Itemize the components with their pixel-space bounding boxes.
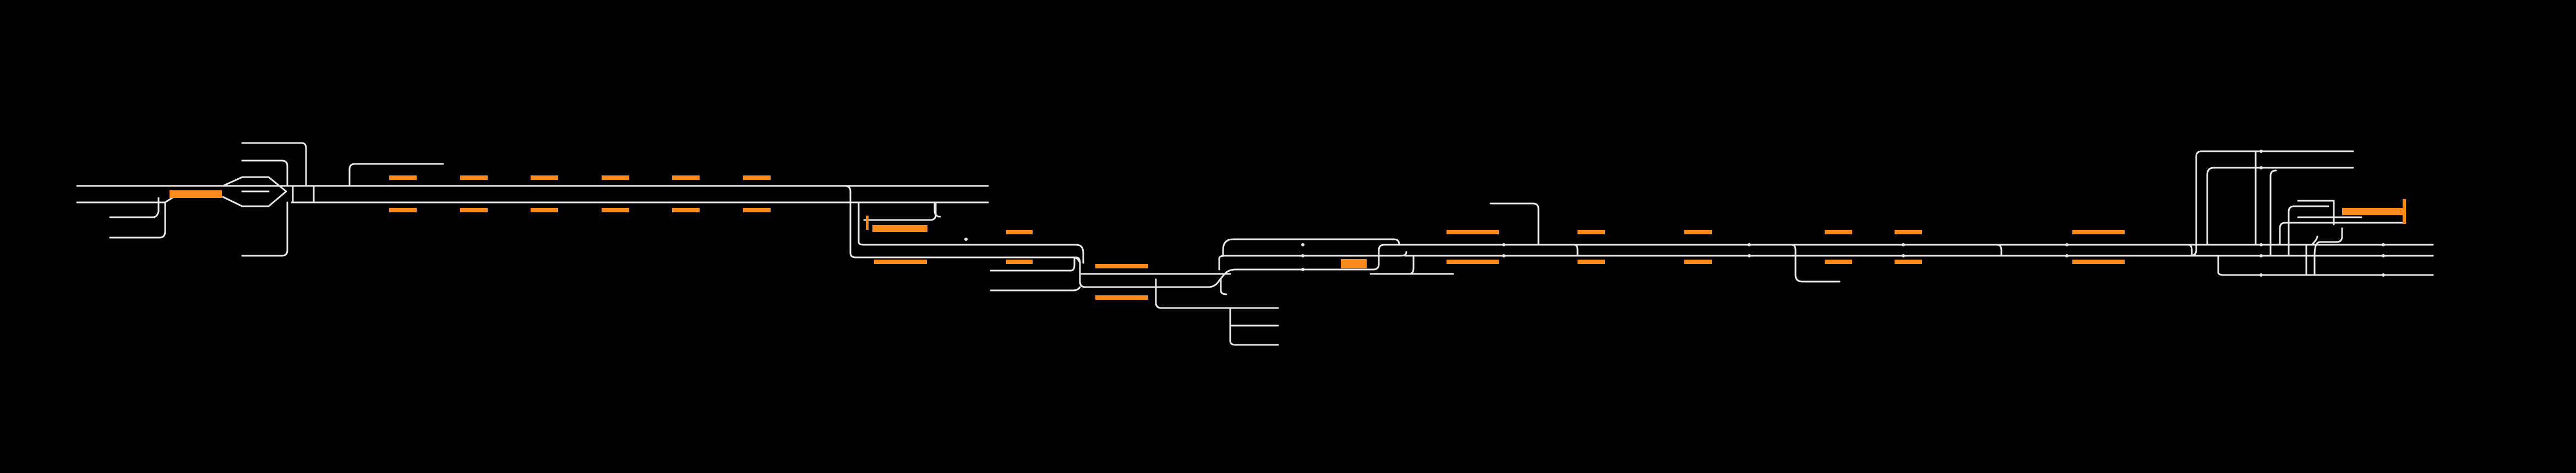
platform	[389, 208, 417, 212]
platform	[170, 190, 222, 198]
track	[934, 201, 941, 218]
signal-marker	[2382, 254, 2385, 257]
track	[1220, 278, 1227, 295]
track	[1222, 238, 1400, 257]
platform	[531, 208, 558, 212]
track	[1072, 256, 1081, 264]
central-trunk-west	[291, 163, 989, 212]
platform	[389, 175, 417, 180]
signal-marker	[2065, 243, 2069, 246]
platform	[2403, 199, 2406, 224]
track	[1155, 278, 1279, 309]
signal-marker	[1301, 268, 1305, 271]
track	[241, 160, 288, 187]
signal-marker	[1301, 243, 1305, 246]
signal-marker	[2260, 273, 2263, 277]
platform	[1578, 230, 1605, 234]
platform	[1684, 230, 1712, 234]
track	[990, 256, 1076, 272]
platform	[1006, 260, 1033, 264]
platform	[872, 225, 927, 232]
signal-marker	[2065, 254, 2069, 257]
platform	[672, 208, 700, 212]
platform	[1447, 230, 1499, 234]
platform	[866, 216, 869, 230]
signal-marker	[2260, 166, 2263, 169]
signal-marker	[1301, 254, 1305, 257]
platform	[1825, 230, 1852, 234]
track	[1229, 307, 1279, 346]
track	[1996, 244, 2002, 257]
platform	[2342, 208, 2403, 215]
signal-marker	[1502, 254, 1505, 257]
platform	[602, 175, 629, 180]
platform	[874, 260, 927, 264]
signal-marker	[1748, 243, 1751, 246]
platform	[1341, 259, 1367, 268]
branch-south	[844, 185, 1148, 300]
track	[990, 286, 1081, 292]
west-terminus	[76, 142, 315, 257]
signal-marker	[2382, 243, 2385, 246]
platform	[743, 175, 771, 180]
track	[1573, 244, 1579, 257]
platform	[460, 175, 488, 180]
track	[858, 201, 1084, 264]
track	[2188, 150, 2354, 257]
platform	[2072, 260, 2125, 264]
valley-junction	[1080, 238, 2434, 346]
track	[109, 197, 160, 218]
platform	[531, 175, 558, 180]
track	[241, 142, 307, 187]
track	[2311, 235, 2318, 246]
platform	[2072, 230, 2125, 234]
east-terminus	[2188, 150, 2434, 277]
platform	[1095, 264, 1148, 268]
platform	[1095, 295, 1148, 300]
signal-marker	[964, 238, 968, 241]
signal-marker	[1902, 243, 1905, 246]
platform	[1578, 260, 1605, 264]
platform	[1684, 260, 1712, 264]
platform	[1447, 260, 1499, 264]
track	[109, 201, 166, 239]
track	[1369, 255, 1415, 275]
track	[1489, 202, 1540, 246]
track	[2279, 222, 2406, 246]
track	[1127, 244, 2434, 288]
platform	[460, 208, 488, 212]
signal-marker	[1902, 254, 1905, 257]
platform	[1006, 230, 1033, 234]
signal-marker	[2260, 254, 2263, 257]
track	[348, 163, 444, 185]
signal-marker	[1502, 243, 1505, 246]
track	[844, 185, 1129, 288]
central-trunk-east	[1404, 202, 2434, 283]
track	[1791, 244, 1841, 283]
track	[2313, 227, 2343, 276]
track	[241, 201, 288, 257]
signal-marker	[2260, 150, 2263, 153]
track	[222, 176, 287, 207]
platform	[672, 175, 700, 180]
track	[863, 201, 937, 221]
track	[2269, 169, 2277, 257]
platform	[602, 208, 629, 212]
platform	[1825, 260, 1852, 264]
platform	[743, 208, 771, 212]
track	[2288, 205, 2329, 257]
track	[2187, 244, 2193, 257]
signal-marker	[2382, 273, 2385, 277]
signal-marker	[2260, 243, 2263, 246]
platform	[1895, 230, 1922, 234]
track	[2206, 167, 2354, 246]
signal-marker	[1748, 254, 1751, 257]
platform	[1895, 260, 1922, 264]
track	[1218, 251, 1407, 271]
track	[2217, 255, 2434, 276]
